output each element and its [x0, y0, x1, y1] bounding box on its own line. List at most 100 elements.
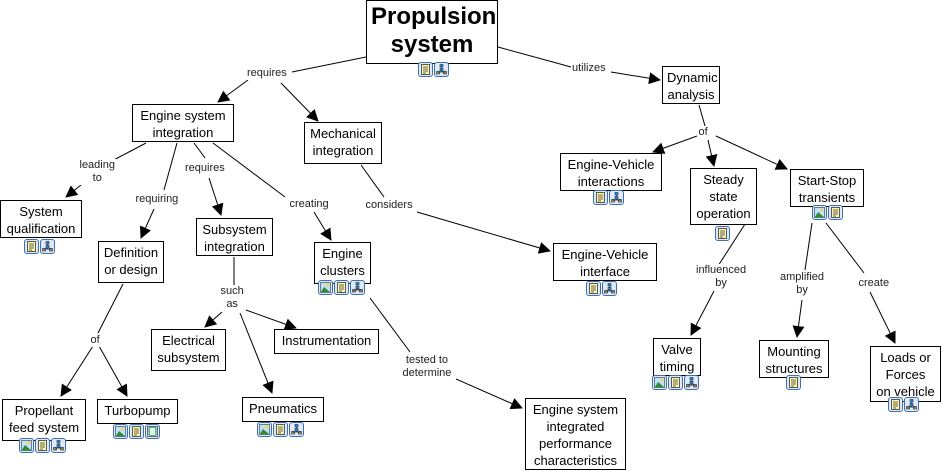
resource-icons-turbo [113, 424, 160, 439]
document-icon[interactable] [35, 438, 50, 453]
link-arrow-suchas-elec [204, 311, 223, 328]
link-line-creating [212, 142, 286, 198]
resource-icons-ss [715, 226, 730, 241]
document-icon[interactable] [888, 397, 903, 412]
concept-map-icon[interactable] [350, 280, 365, 295]
link-label-amplified[interactable]: amplified by [779, 271, 826, 297]
document-icon[interactable] [715, 226, 730, 241]
resource-icons-pneu [257, 422, 304, 437]
document-icon[interactable] [334, 280, 349, 295]
document-icon[interactable] [786, 375, 801, 390]
link-label-suchas[interactable]: such as [219, 285, 245, 311]
concept-node-prop[interactable]: Propellant feed system [2, 399, 86, 441]
concept-node-sub[interactable]: Subsystem integration [196, 218, 273, 256]
link-label-requires[interactable]: requires [246, 66, 288, 80]
concept-node-dyn[interactable]: Dynamic analysis [662, 66, 720, 104]
link-arrow-create-loads [869, 291, 896, 344]
link-label-leading[interactable]: leading to [78, 159, 116, 185]
resource-icons-valve [652, 375, 699, 390]
image-icon[interactable] [19, 438, 34, 453]
link-arrow-requiring-def [140, 208, 155, 239]
link-label-create[interactable]: create [857, 276, 891, 290]
link-label-requires2[interactable]: requires [184, 161, 226, 175]
resource-icons-sst [812, 205, 843, 220]
link-arrow-of2-prop [60, 345, 94, 397]
concept-node-sst[interactable]: Start-Stop transients [790, 169, 864, 207]
resource-icons-evif [586, 281, 617, 296]
resource-icons-sysq [24, 239, 55, 254]
link-line-amplified [804, 222, 813, 271]
document-icon[interactable] [24, 239, 39, 254]
link-arrow-suchas-inst [245, 309, 297, 330]
resource-icons-evin [593, 190, 624, 205]
link-label-influenced[interactable]: influenced by [695, 264, 748, 290]
document-icon[interactable] [668, 375, 683, 390]
concept-map-icon[interactable] [602, 281, 617, 296]
link-line-requires2 [193, 142, 206, 159]
image-icon[interactable] [257, 422, 272, 437]
link-line-create [825, 222, 865, 274]
video-icon[interactable] [145, 424, 160, 439]
concept-node-evif[interactable]: Engine-Vehicle interface [553, 243, 657, 281]
link-arrow-of-ss [705, 139, 718, 167]
concept-map-icon[interactable] [289, 422, 304, 437]
concept-node-esipc[interactable]: Engine system integrated performance cha… [525, 398, 626, 470]
resource-icons-loads [888, 397, 919, 412]
concept-map-icon[interactable] [609, 190, 624, 205]
link-arrow-influenced-valve [690, 290, 715, 336]
concept-node-valve[interactable]: Valve timing [653, 338, 701, 376]
link-arrow-of-sst [715, 135, 788, 170]
document-icon[interactable] [273, 422, 288, 437]
link-label-requiring[interactable]: requiring [134, 192, 180, 206]
document-icon[interactable] [593, 190, 608, 205]
concept-node-pneu[interactable]: Pneumatics [242, 397, 324, 422]
concept-map-icon[interactable] [40, 239, 55, 254]
resource-icons-clus [318, 280, 365, 295]
concept-node-loads[interactable]: Loads or Forces on vehicle [870, 346, 941, 402]
link-line-considers [360, 164, 385, 198]
concept-map-icon[interactable] [434, 62, 449, 77]
concept-node-def[interactable]: Definition or design [98, 241, 164, 283]
link-label-of[interactable]: of [697, 125, 709, 139]
image-icon[interactable] [318, 280, 333, 295]
link-line-utilizes [497, 46, 572, 68]
concept-node-ss[interactable]: Steady state operation [690, 168, 757, 225]
concept-node-elec[interactable]: Electrical subsystem [151, 329, 226, 371]
concept-node-turbo[interactable]: Turbopump [97, 399, 178, 424]
concept-node-sysq[interactable]: System qualification [0, 200, 82, 238]
link-arrow-of-evin [652, 135, 698, 154]
link-arrow-requires2-sub [208, 177, 224, 216]
resource-icons-root [418, 62, 449, 77]
image-icon[interactable] [113, 424, 128, 439]
concept-map-icon[interactable] [904, 397, 919, 412]
concept-node-mount[interactable]: Mounting structures [759, 340, 829, 378]
image-icon[interactable] [652, 375, 667, 390]
link-label-utilizes[interactable]: utilizes [571, 61, 607, 75]
link-label-tested[interactable]: tested to determine [401, 354, 453, 380]
concept-node-evin[interactable]: Engine-Vehicle interactions [560, 153, 662, 191]
concept-node-mech[interactable]: Mechanical integration [304, 122, 382, 164]
link-arrow-tested-esipc [455, 378, 523, 410]
link-arrow-amplified-mount [792, 299, 805, 338]
concept-node-clus[interactable]: Engine clusters [314, 242, 371, 284]
link-arrow-suchas-pneu [239, 312, 274, 394]
link-label-creating[interactable]: creating [288, 197, 330, 211]
concept-node-root[interactable]: Propulsion system [366, 0, 498, 64]
image-icon[interactable] [812, 205, 827, 220]
document-icon[interactable] [129, 424, 144, 439]
link-label-of2[interactable]: of [89, 333, 101, 347]
document-icon[interactable] [586, 281, 601, 296]
concept-map-icon[interactable] [684, 375, 699, 390]
document-icon[interactable] [828, 205, 843, 220]
link-arrow-considers-evif [416, 211, 551, 254]
link-arrow-requires-mech [280, 82, 319, 122]
resource-icons-mount [786, 375, 801, 390]
link-arrow-utilizes-dyn [610, 71, 661, 85]
document-icon[interactable] [418, 62, 433, 77]
concept-node-inst[interactable]: Instrumentation [274, 329, 379, 354]
concept-node-esi[interactable]: Engine system integration [132, 104, 234, 142]
link-arrow-creating-clus [313, 211, 332, 241]
link-label-considers[interactable]: considers [364, 198, 414, 212]
concept-map-icon[interactable] [51, 438, 66, 453]
